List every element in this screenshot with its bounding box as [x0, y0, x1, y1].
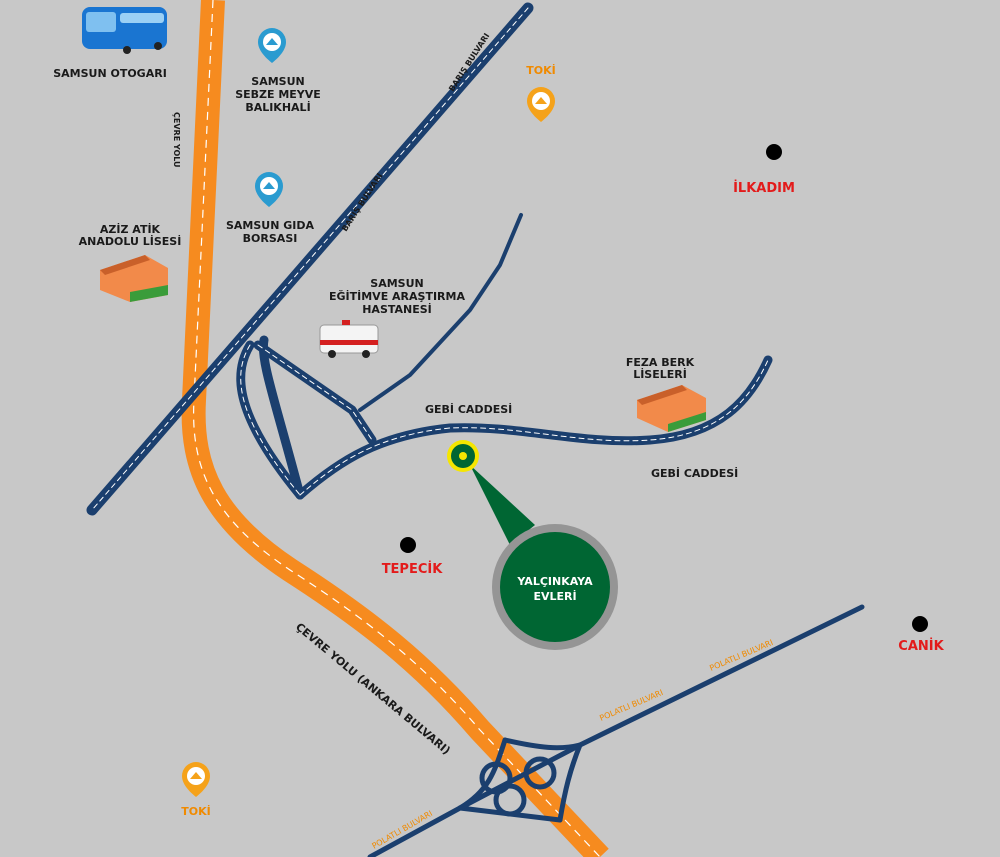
label-toki-bottom: TOKİ	[181, 804, 210, 818]
baris-bulvari-road	[86, 2, 534, 516]
road-label-gebi-1: GEBİ CADDESİ	[425, 402, 512, 416]
gebi-caddesi-road	[236, 213, 773, 500]
road-label-gebi-2: GEBİ CADDESİ	[651, 466, 738, 480]
label-toki-top: TOKİ	[526, 63, 555, 77]
road-label-baris-2: BARIŞ BULVARI	[340, 172, 384, 234]
pin-icon-hal[interactable]	[258, 28, 286, 63]
road-label-cevre-yolu: ÇEVRE YOLU	[172, 112, 181, 168]
pin-icon-borsa[interactable]	[255, 172, 283, 207]
district-dot-tepecik	[400, 537, 416, 553]
district-ilkadim: İLKADIM	[733, 180, 795, 196]
district-tepecik: TEPECİK	[382, 561, 444, 577]
school-building-icon	[100, 255, 168, 302]
toki-pin-icon[interactable]	[527, 87, 555, 122]
district-canik: CANİK	[898, 638, 944, 654]
project-pointer	[470, 465, 535, 545]
school-building-icon	[637, 385, 706, 432]
cevre-yolu-road	[181, 0, 609, 857]
label-otogar: SAMSUN OTOGARI	[53, 67, 167, 80]
district-dot-canik	[912, 616, 928, 632]
district-dot-ilkadim	[766, 144, 782, 160]
bus-icon	[82, 7, 167, 54]
polatli-bulvari-road	[367, 604, 865, 857]
toki-pin-icon[interactable]	[182, 762, 210, 797]
ambulance-icon	[319, 320, 379, 358]
